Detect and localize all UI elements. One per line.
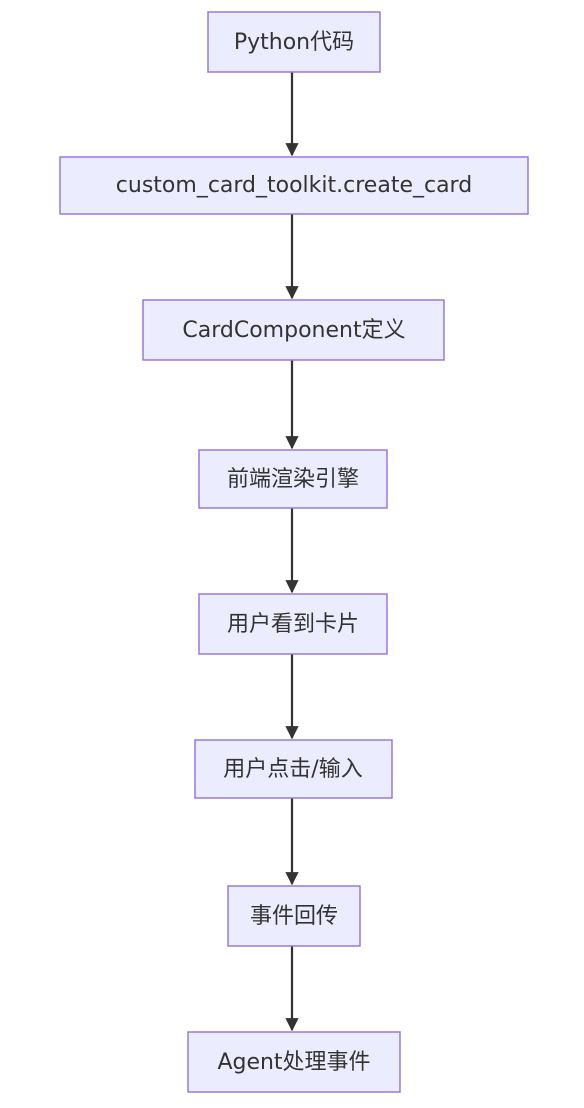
node-render-engine: 前端渲染引擎 <box>198 449 388 509</box>
node-user-input: 用户点击/输入 <box>194 739 393 799</box>
node-python-code: Python代码 <box>207 11 381 73</box>
node-agent-handles: Agent处理事件 <box>187 1031 401 1093</box>
node-python-code-label: Python代码 <box>234 30 354 55</box>
node-agent-handles-label: Agent处理事件 <box>217 1050 370 1075</box>
node-event-callback-label: 事件回传 <box>250 904 338 929</box>
node-create-card-label: custom_card_toolkit.create_card <box>116 173 472 198</box>
node-card-component-label: CardComponent定义 <box>182 318 405 343</box>
node-card-component: CardComponent定义 <box>142 299 445 361</box>
node-user-input-label: 用户点击/输入 <box>223 757 362 782</box>
node-create-card: custom_card_toolkit.create_card <box>59 156 529 215</box>
node-render-engine-label: 前端渲染引擎 <box>227 467 359 492</box>
node-event-callback: 事件回传 <box>227 885 361 947</box>
node-user-sees-card-label: 用户看到卡片 <box>227 612 359 637</box>
node-user-sees-card: 用户看到卡片 <box>198 593 388 655</box>
